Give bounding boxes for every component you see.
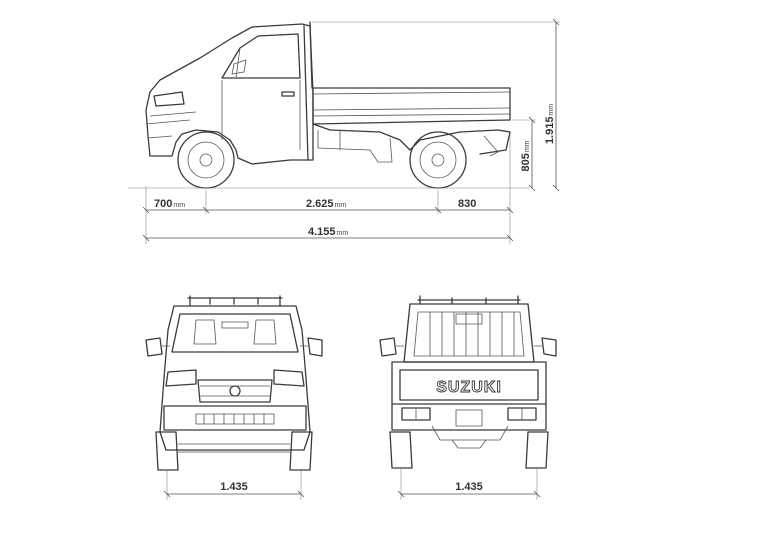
front-track-dimension: 1.435 xyxy=(163,470,305,500)
rear-track-label: 1.435 xyxy=(455,481,483,493)
cargo-bed xyxy=(312,87,511,125)
front-right-headlight xyxy=(273,369,305,387)
chassis xyxy=(312,123,511,155)
rear-left-taillight xyxy=(401,407,431,421)
tailgate xyxy=(399,369,539,401)
cab-body xyxy=(145,23,314,165)
front-view-left-wheel xyxy=(155,431,179,471)
rear-right-taillight xyxy=(507,407,537,421)
rear-view: SUZUKI xyxy=(379,295,557,469)
rear-view-left-wheel xyxy=(389,431,413,469)
door-handle xyxy=(281,91,295,97)
bed-height-label: 805mm xyxy=(520,140,532,171)
rear-left-mirror xyxy=(379,337,397,357)
rear-track-dimension: 1.435 xyxy=(397,468,541,500)
side-dimensions: 700mm 2.625mm 830 4.155mm 1.915mm 805mm xyxy=(142,18,560,244)
front-view xyxy=(145,295,323,471)
front-overhang-label: 700mm xyxy=(154,198,185,210)
tailgate-logo: SUZUKI xyxy=(436,379,502,396)
headlight xyxy=(153,91,185,107)
wheelbase-label: 2.625mm xyxy=(306,198,346,210)
rear-overhang-label: 830 xyxy=(458,198,476,210)
front-right-mirror xyxy=(307,337,323,357)
rear-view-right-wheel xyxy=(525,431,549,469)
front-track-label: 1.435 xyxy=(220,481,248,493)
overall-length-label: 4.155mm xyxy=(308,226,348,238)
front-left-headlight xyxy=(165,369,197,387)
front-wheel xyxy=(177,131,235,189)
side-view xyxy=(128,21,530,189)
front-left-mirror xyxy=(145,337,163,357)
rear-right-mirror xyxy=(541,337,557,357)
rear-wheel xyxy=(409,131,467,189)
overall-height-label: 1.915mm xyxy=(544,104,556,144)
cab-window xyxy=(221,33,301,79)
front-body xyxy=(159,305,311,451)
front-windshield xyxy=(171,313,299,353)
front-view-right-wheel xyxy=(289,431,313,471)
front-grille xyxy=(197,379,273,403)
rear-headboard xyxy=(403,303,535,363)
